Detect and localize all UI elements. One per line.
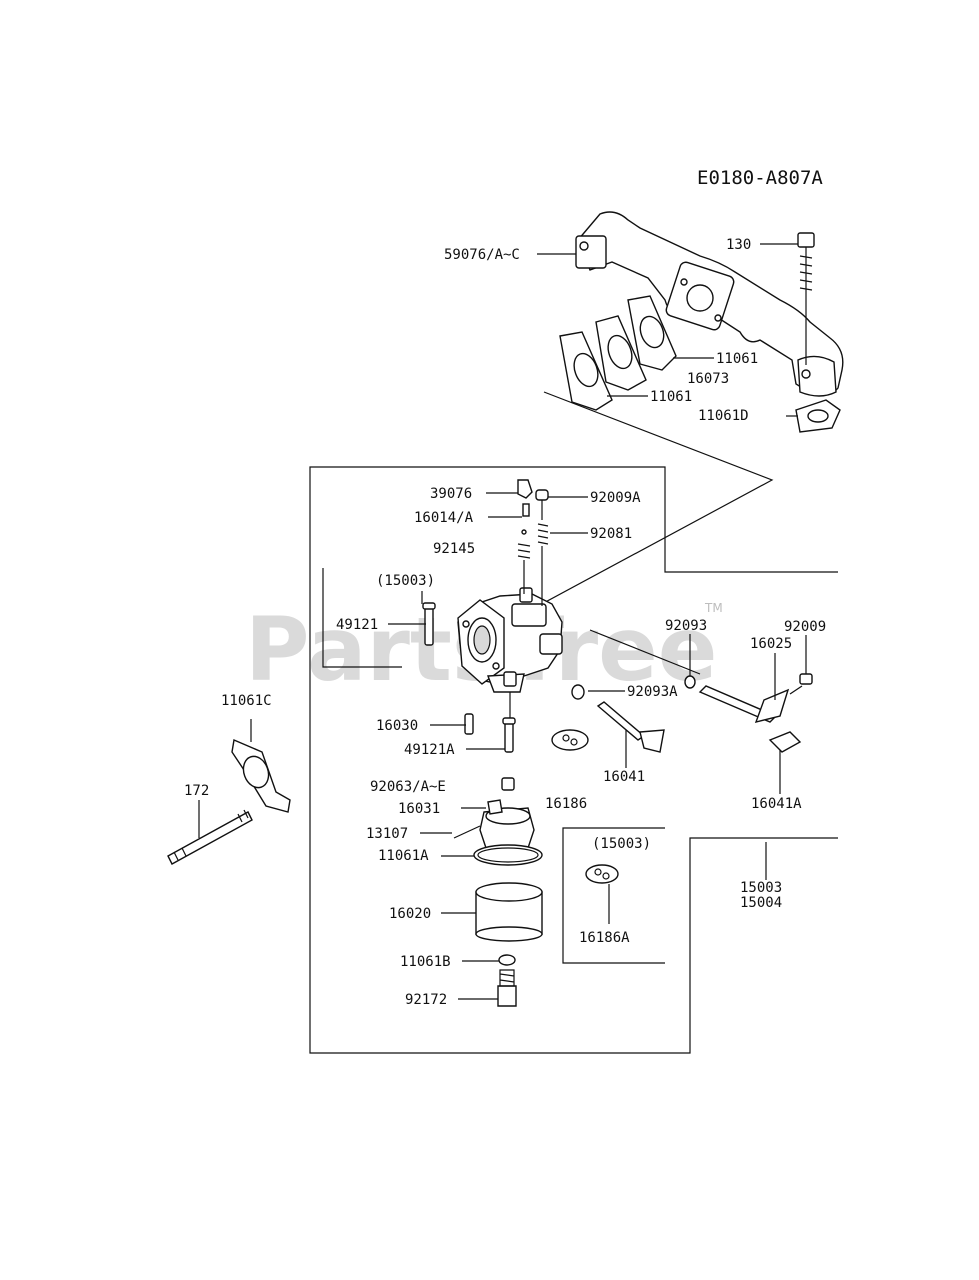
label-39076: 39076 [430,486,472,502]
label-92081: 92081 [590,526,632,542]
bolt-130 [797,232,815,365]
label-16041A: 16041A [751,796,802,812]
carb-top-parts [517,479,549,606]
group-frame [664,549,838,573]
label-11061D: 11061D [698,408,749,424]
label-92093: 92093 [665,618,707,634]
label-92009A: 92009A [590,490,641,506]
label-92093A: 92093A [627,684,678,700]
label-16030: 16030 [376,718,418,734]
label-15003: 15003 [740,880,782,896]
label-16073: 16073 [687,371,729,387]
manifold-gaskets [559,295,841,433]
diagram-code: E0180-A807A [697,167,823,189]
choke-shaft [551,701,665,753]
label-16025: 16025 [750,636,792,652]
label-16014: 16014/A [414,510,474,526]
label-11061C: 11061C [221,693,272,709]
label-16186A: 16186A [579,930,630,946]
label-130: 130 [726,237,751,253]
label-11061-lower: 11061 [650,389,692,405]
label-15003-box: (15003) [376,573,435,589]
pin-49121 [422,602,436,646]
label-92009: 92009 [784,619,826,635]
exhaust-manifold [575,211,844,397]
gasket-11061C [231,719,291,813]
label-172: 172 [184,783,209,799]
label-16031: 16031 [398,801,440,817]
label-59076: 59076/A~C [444,247,520,263]
carb-bottom-parts [453,692,543,1007]
label-92172: 92172 [405,992,447,1008]
label-15003-subbox: (15003) [592,836,651,852]
label-92145: 92145 [433,541,475,557]
label-11061-upper: 11061 [716,351,758,367]
label-13107: 13107 [366,826,408,842]
label-49121: 49121 [336,617,378,633]
label-16186: 16186 [545,796,587,812]
label-16020: 16020 [389,906,431,922]
label-16041: 16041 [603,769,645,785]
label-15004: 15004 [740,895,782,911]
stud-172 [167,800,253,865]
label-11061B: 11061B [400,954,451,970]
carburetor-body [457,587,563,693]
label-92063: 92063/A~E [370,779,446,795]
label-11061A: 11061A [378,848,429,864]
diaphragm-16186A [585,864,619,924]
label-49121A: 49121A [404,742,455,758]
throttle-shaft [571,629,813,753]
watermark-tm: TM [704,601,723,615]
